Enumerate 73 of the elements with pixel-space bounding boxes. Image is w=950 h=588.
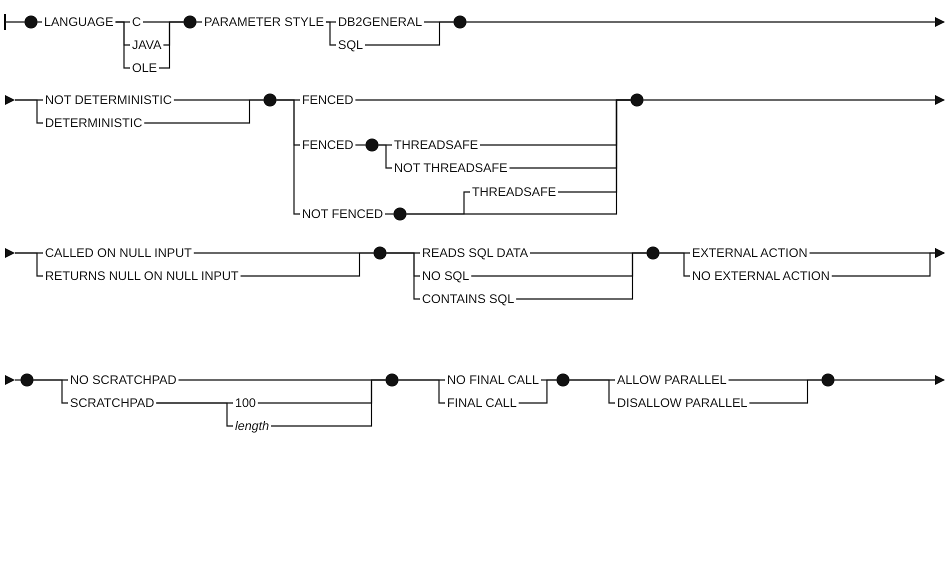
syntax-line [406, 99, 630, 215]
continuation-arrowhead [5, 95, 15, 105]
syntax-line [326, 21, 336, 46]
junction-dot [264, 94, 276, 106]
arrow [466, 17, 945, 27]
junction-dot [184, 16, 196, 28]
junction-dot [24, 16, 38, 28]
syntax-keyword: FINAL CALL [445, 396, 519, 410]
syntax-keyword: READS SQL DATA [420, 246, 530, 260]
syntax-keyword: DB2GENERAL [336, 15, 424, 29]
parameter-name: length [233, 419, 272, 433]
syntax-keyword: DETERMINISTIC [43, 116, 144, 130]
junction-dot [20, 374, 34, 386]
arrow [834, 375, 945, 385]
syntax-keyword: RETURNS NULL ON NULL INPUT [43, 269, 241, 283]
syntax-line [156, 402, 233, 427]
syntax-line [6, 21, 24, 23]
syntax-keyword: OLE [130, 61, 160, 75]
junction-dot [646, 246, 660, 260]
junction-dot [394, 208, 406, 220]
syntax-line [749, 379, 822, 404]
junction-dot [822, 374, 834, 386]
syntax-line [276, 99, 300, 215]
syntax-line [34, 379, 68, 404]
syntax-line [386, 252, 420, 300]
syntax-line [355, 144, 366, 146]
syntax-keyword: LANGUAGE [42, 15, 116, 29]
syntax-keyword: SCRATCHPAD [68, 396, 156, 410]
syntax-keyword: CALLED ON NULL INPUT [43, 246, 194, 260]
syntax-keyword: THREADSAFE [392, 138, 480, 152]
junction-dot [556, 374, 570, 386]
syntax-line [144, 99, 264, 124]
syntax-line [115, 21, 130, 69]
arrow [832, 248, 945, 277]
syntax-line [570, 379, 615, 404]
syntax-keyword: EXTERNAL ACTION [690, 246, 810, 260]
junction-dot [374, 246, 386, 260]
syntax-line [516, 252, 646, 300]
syntax-line [159, 21, 184, 69]
syntax-keyword: FENCED [300, 138, 356, 152]
syntax-line [378, 144, 392, 169]
junction-dot [386, 374, 398, 386]
syntax-keyword: THREADSAFE [470, 185, 558, 199]
syntax-keyword: DISALLOW PARALLEL [615, 396, 750, 410]
syntax-line [240, 252, 374, 277]
syntax-keyword: C [130, 15, 144, 29]
syntax-keyword: NO SQL [420, 269, 472, 283]
syntax-line [365, 21, 454, 46]
syntax-keyword: NOT DETERMINISTIC [43, 93, 174, 107]
syntax-line [15, 252, 43, 277]
syntax-keyword: FENCED [300, 93, 356, 107]
syntax-keyword: NO FINAL CALL [445, 373, 541, 387]
continuation-arrowhead [5, 248, 15, 258]
syntax-keyword: NOT FENCED [300, 207, 386, 221]
syntax-keyword: CONTAINS SQL [420, 292, 516, 306]
syntax-line [15, 99, 43, 124]
syntax-keyword: PARAMETER STYLE [202, 15, 326, 29]
junction-dot [630, 94, 644, 106]
syntax-keyword: NO SCRATCHPAD [68, 373, 178, 387]
syntax-keyword: SQL [336, 38, 366, 52]
syntax-keyword: 100 [233, 396, 258, 410]
syntax-keyword: NOT THREADSAFE [392, 161, 510, 175]
syntax-line [518, 379, 556, 404]
syntax-line [398, 379, 445, 404]
syntax-keyword: NO EXTERNAL ACTION [690, 269, 832, 283]
continuation-arrowhead [5, 375, 15, 385]
junction-dot [454, 16, 466, 28]
syntax-line [271, 379, 386, 427]
junction-dot [366, 138, 378, 152]
arrow [644, 95, 945, 105]
syntax-keyword: ALLOW PARALLEL [615, 373, 729, 387]
syntax-line [660, 252, 690, 277]
syntax-keyword: JAVA [130, 38, 164, 52]
